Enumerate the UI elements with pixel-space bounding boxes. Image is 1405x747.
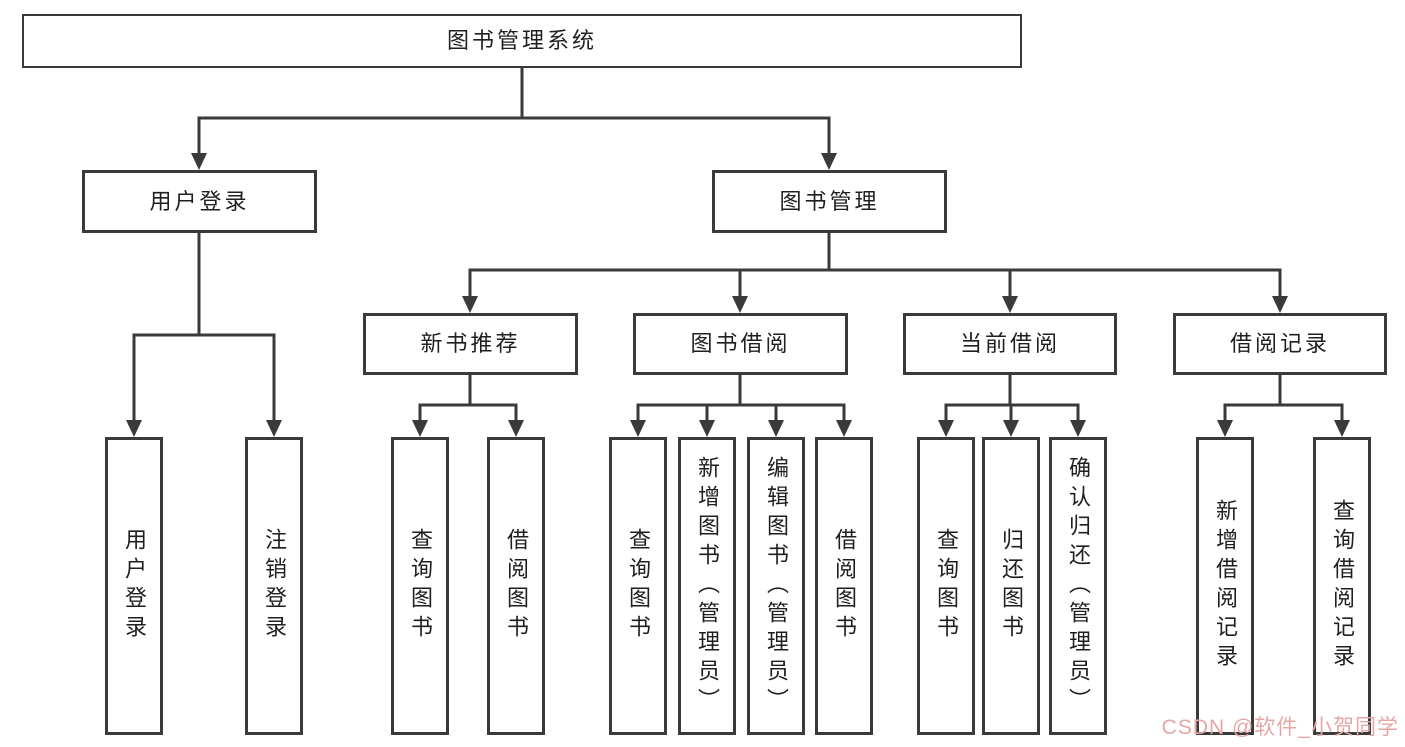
leaf-borrow-books-borrowing: 借阅图书 xyxy=(815,437,873,735)
arrowhead xyxy=(768,420,784,437)
node-library-system: 图书管理系统 xyxy=(22,14,1022,68)
arrowhead xyxy=(412,420,428,437)
leaf-confirm-return-admin: 确认归还（管理员） xyxy=(1049,437,1107,735)
leaf-query-borrow-record: 查询借阅记录 xyxy=(1313,437,1371,735)
arrowhead xyxy=(1272,296,1288,313)
connector-root-to-level2 xyxy=(197,68,831,154)
leaf-logout: 注销登录 xyxy=(245,437,303,735)
leaf-edit-books-admin: 编辑图书（管理员） xyxy=(747,437,805,735)
arrowheads xyxy=(126,153,1350,437)
arrowhead xyxy=(126,420,142,437)
arrowhead xyxy=(1002,296,1018,313)
leaf-query-books-current: 查询图书 xyxy=(917,437,975,735)
connector-book-borrowing-to-leaves xyxy=(636,375,846,421)
arrowhead xyxy=(821,153,837,170)
arrowhead xyxy=(1003,420,1019,437)
node-book-borrowing: 图书借阅 xyxy=(633,313,848,375)
leaf-borrow-books-recommend: 借阅图书 xyxy=(487,437,545,735)
arrowhead xyxy=(630,420,646,437)
connector-book-management-to-level3 xyxy=(468,233,1282,297)
arrowhead xyxy=(732,296,748,313)
arrowhead xyxy=(699,420,715,437)
node-user-login: 用户登录 xyxy=(82,170,317,233)
arrowhead xyxy=(1070,420,1086,437)
leaf-query-books-borrowing: 查询图书 xyxy=(609,437,667,735)
node-borrowing-records: 借阅记录 xyxy=(1173,313,1387,375)
connector-new-book-recommendation-to-leaves xyxy=(418,375,518,421)
node-new-book-recommendation: 新书推荐 xyxy=(363,313,578,375)
node-book-management: 图书管理 xyxy=(712,170,947,233)
connector-borrowing-records-to-leaves xyxy=(1223,375,1344,421)
leaf-query-books-recommend: 查询图书 xyxy=(391,437,449,735)
leaf-user-login: 用户登录 xyxy=(105,437,163,735)
arrowhead xyxy=(191,153,207,170)
arrowhead xyxy=(266,420,282,437)
arrowhead xyxy=(508,420,524,437)
leaf-add-books-admin: 新增图书（管理员） xyxy=(678,437,736,735)
node-current-borrowing: 当前借阅 xyxy=(903,313,1117,375)
arrowhead xyxy=(1334,420,1350,437)
leaf-return-books: 归还图书 xyxy=(982,437,1040,735)
connector-user-login-to-leaves xyxy=(132,233,276,421)
arrowhead xyxy=(1217,420,1233,437)
arrowhead xyxy=(938,420,954,437)
connector-current-borrowing-to-leaves xyxy=(944,375,1080,421)
arrowhead xyxy=(462,296,478,313)
arrowhead xyxy=(836,420,852,437)
leaf-add-borrow-record: 新增借阅记录 xyxy=(1196,437,1254,735)
